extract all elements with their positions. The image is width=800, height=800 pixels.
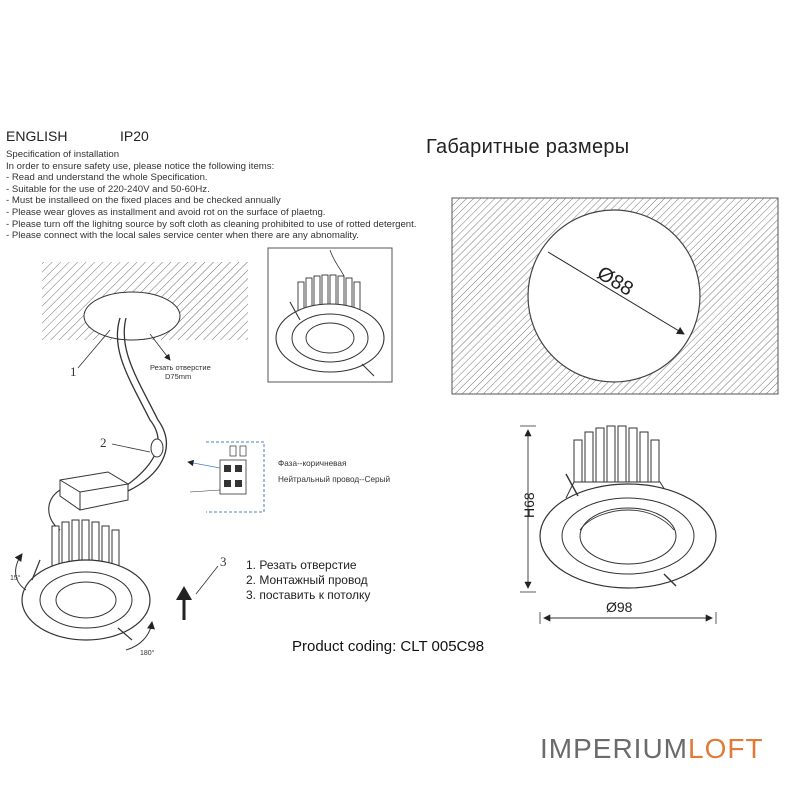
product-photo: [267, 247, 393, 383]
callout-3-line: [195, 565, 219, 595]
wire-connector: [150, 438, 164, 458]
width-dimension-label: Ø98: [606, 599, 633, 615]
spec-line: - Please turn off the lighitng source by…: [6, 218, 417, 230]
spec-line: - Please connect with the local sales se…: [6, 230, 359, 242]
luminaire-install: [21, 519, 151, 641]
driver-box: [59, 471, 129, 511]
hole-arrow: [149, 333, 171, 361]
width-dimension-line: [539, 612, 717, 624]
callout-1: 1: [70, 364, 77, 379]
dimensions-title: Габаритные размеры: [426, 136, 630, 158]
rotate-label-2: 180°: [140, 649, 155, 657]
hole-label: Резать отверстие: [150, 363, 211, 372]
wiring-neutral-label: Нейтральный провод--Серый: [278, 475, 390, 484]
supply-wire-2: [123, 317, 167, 493]
specification-text: Specification of installation In order t…: [6, 149, 416, 242]
cutout-drawing: [451, 197, 779, 395]
spec-line: - Read and understand the whole Specific…: [6, 172, 208, 184]
brand-part-1: IMPERIUM: [540, 733, 688, 764]
spec-line: In order to ensure safety use, please no…: [6, 160, 275, 172]
brand-part-2: LOFT: [688, 733, 764, 764]
spec-line: Specification of installation: [6, 149, 120, 160]
spec-line: - Suitable for the use of 220-240V and 5…: [6, 183, 210, 195]
height-dimension-line: [520, 425, 536, 593]
spec-line: - Must be installeed on the fixed places…: [6, 195, 281, 207]
rotate-arrow-2: [125, 621, 155, 651]
luminaire-dimension-drawing: [539, 425, 717, 589]
rotate-label-1: 15°: [10, 574, 21, 582]
step-item: 3. поставить к потолку: [246, 588, 371, 602]
supply-wire: [116, 317, 159, 491]
wiring-phase-label: Фаза--коричневая: [278, 459, 346, 468]
language-label: ENGLISH: [6, 128, 68, 144]
ip-rating-label: IP20: [120, 128, 149, 144]
installation-steps: 1. Резать отверстие 2. Монтажный провод …: [246, 558, 370, 603]
callout-2-line: [111, 443, 151, 453]
callout-1-line: [77, 329, 111, 369]
ceiling-hatch: [42, 262, 248, 341]
driver-wire: [48, 489, 61, 531]
step-item: 2. Монтажный провод: [246, 573, 368, 587]
callout-2: 2: [100, 435, 107, 450]
up-arrow-head: [176, 586, 192, 600]
step-item: 1. Резать отверстие: [246, 558, 357, 572]
rotate-arrow-1: [14, 553, 27, 591]
product-coding: Product coding: CLT 005C98: [292, 638, 485, 655]
hole-size-label: D75mm: [165, 372, 191, 381]
wiring-diagram: [187, 441, 265, 513]
height-dimension-label: H68: [521, 492, 537, 518]
brand-logo: IMPERIUMLOFT: [540, 733, 764, 765]
callout-3: 3: [220, 554, 227, 569]
spec-line: - Please wear gloves as installment and …: [6, 206, 326, 218]
